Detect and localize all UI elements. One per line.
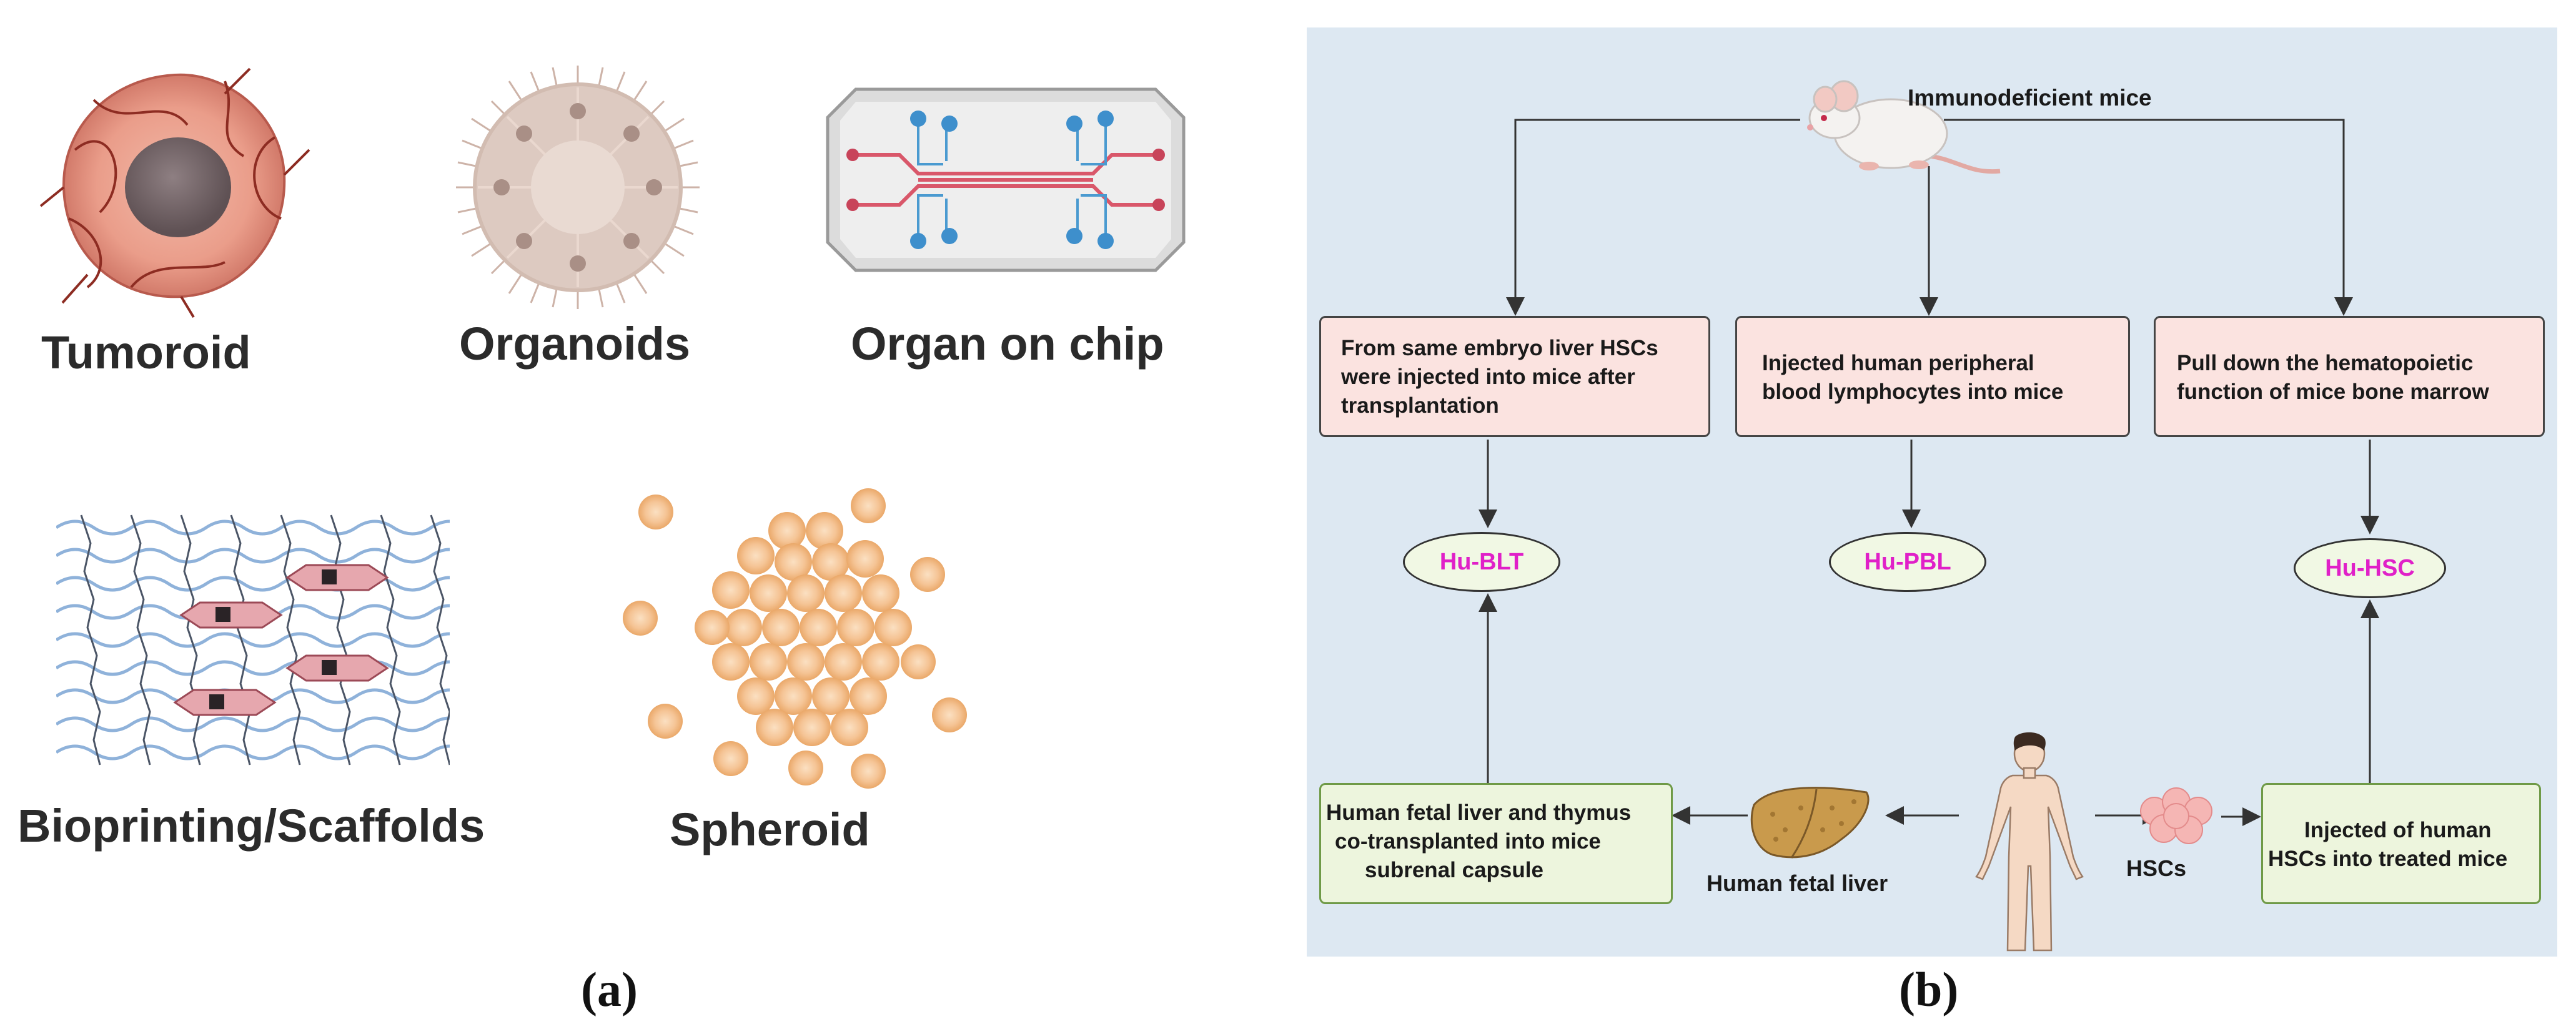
model-label-bioprinting-scaffolds: Bioprinting/Scaffolds	[17, 800, 485, 852]
organ-on-chip-icon	[826, 87, 1186, 272]
panel-b-caption: (b)	[1899, 962, 1959, 1017]
panel-a-caption: (a)	[581, 962, 638, 1017]
liver-icon	[1750, 787, 1870, 859]
spheroid-icon	[623, 488, 967, 789]
fetal-transplant-line-3: subrenal capsule	[1365, 858, 1543, 882]
method-box-blt: From same embryo liver HSCs were injecte…	[1319, 316, 1710, 437]
fetal-transplant-line-2: co-transplanted into mice	[1335, 829, 1601, 854]
fetal-transplant-line-1: Human fetal liver and thymus	[1326, 800, 1632, 825]
mouse-icon	[1807, 80, 2001, 174]
model-oval-hu-blt: Hu-BLT	[1403, 532, 1560, 592]
method-blt-line-1: From same embryo liver HSCs	[1341, 336, 1658, 360]
human-body-icon	[1975, 732, 2084, 952]
scaffold-icon	[56, 514, 450, 766]
method-box-pbl: Injected human peripheral blood lymphocy…	[1735, 316, 2130, 437]
hsc-cluster-icon	[2140, 787, 2212, 844]
model-label-spheroid: Spheroid	[670, 804, 870, 855]
hsc-label: HSCs	[2126, 855, 2187, 881]
method-pbl-line-1: Injected human peripheral	[1762, 351, 2034, 375]
model-label-tumoroid: Tumoroid	[41, 327, 251, 378]
hsc-injection-line-1: Injected of human	[2304, 818, 2492, 842]
panel-b: Immunodeficient mice From same embryo li…	[1307, 27, 2557, 957]
model-oval-hu-hsc: Hu-HSC	[2294, 538, 2446, 598]
method-blt-line-3: transplantation	[1341, 393, 1499, 418]
method-box-hsc: Pull down the hematopoietic function of …	[2154, 316, 2545, 437]
method-pbl-line-2: blood lymphocytes into mice	[1762, 380, 2064, 404]
organoid-icon	[456, 66, 700, 309]
hsc-injection-box: Injected of human HSCs into treated mice	[2261, 783, 2541, 904]
hsc-injection-line-2: HSCs into treated mice	[2268, 847, 2508, 871]
top-node-label: Immunodeficient mice	[1908, 85, 2152, 111]
fetal-transplant-box: Human fetal liver and thymus co-transpla…	[1319, 783, 1673, 904]
tumoroid-icon	[39, 67, 310, 318]
model-label-organ-on-chip: Organ on chip	[851, 318, 1164, 370]
method-blt-line-2: were injected into mice after	[1341, 365, 1635, 389]
liver-label: Human fetal liver	[1707, 870, 1888, 896]
method-hsc-line-1: Pull down the hematopoietic	[2177, 351, 2474, 375]
method-hsc-line-2: function of mice bone marrow	[2177, 380, 2489, 404]
model-label-organoids: Organoids	[459, 318, 691, 370]
model-oval-hu-pbl: Hu-PBL	[1829, 532, 1986, 592]
